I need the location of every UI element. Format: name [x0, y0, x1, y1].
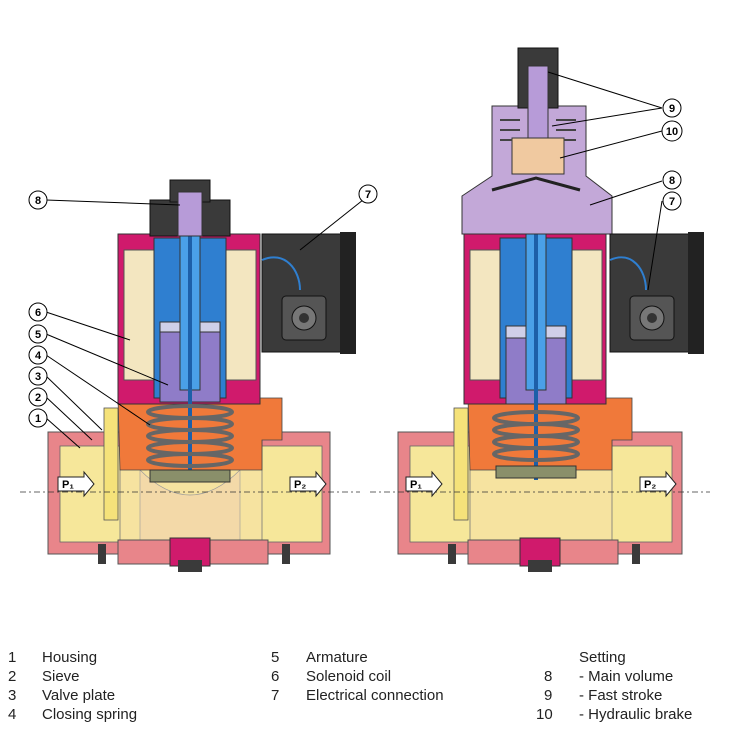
callout-8-left: 8 — [28, 190, 48, 210]
callout-6: 6 — [28, 302, 48, 322]
left-port-p2-arrow: P₂ — [289, 470, 327, 498]
right-setting-cap — [461, 47, 613, 235]
callout-9-right: 9 — [662, 98, 682, 118]
left-port-p1-arrow: P₁ — [57, 470, 95, 498]
legend-item: 9- Fast stroke — [544, 687, 663, 704]
left-solenoid-coil — [123, 249, 155, 381]
left-sieve — [103, 407, 119, 521]
legend-item: 10- Hydraulic brake — [536, 706, 693, 723]
svg-text:1: 1 — [35, 413, 41, 425]
callout-1: 1 — [28, 408, 48, 428]
svg-text:6: 6 — [35, 307, 41, 319]
svg-text:8: 8 — [669, 175, 675, 187]
svg-text:5: 5 — [35, 329, 41, 341]
callout-7-right: 7 — [662, 191, 682, 211]
callout-4: 4 — [28, 345, 48, 365]
left-port-p1-label: P₁ — [62, 479, 74, 491]
left-port-p2-label: P₂ — [294, 479, 306, 491]
legend-item: 8- Main volume — [544, 668, 674, 685]
svg-text:8: 8 — [35, 195, 41, 207]
right-port-p1-arrow: P₁ — [405, 470, 443, 498]
callout-5: 5 — [28, 324, 48, 344]
svg-text:4: 4 — [35, 350, 42, 362]
callout-10-right: 10 — [661, 120, 683, 142]
left-valve-plate — [149, 469, 231, 483]
callout-3: 3 — [28, 366, 48, 386]
callout-leaders — [45, 71, 663, 449]
right-port-p2-arrow: P₂ — [639, 470, 677, 498]
right-port-p1-label: P₁ — [410, 479, 422, 491]
left-electrical-connection — [261, 232, 356, 354]
svg-text:7: 7 — [669, 196, 675, 208]
valve-cross-section-diagram: P₁ P₂ — [20, 47, 710, 572]
right-port-p2-label: P₂ — [644, 479, 656, 491]
left-setting-cap — [149, 179, 231, 237]
callout-8-right: 8 — [662, 170, 682, 190]
right-electrical-connection — [609, 232, 704, 354]
left-body-upper — [117, 397, 283, 471]
svg-text:7: 7 — [365, 189, 371, 201]
legend-section-title: Setting — [579, 649, 626, 666]
svg-text:2: 2 — [35, 392, 41, 404]
callout-7-left: 7 — [358, 184, 378, 204]
svg-text:10: 10 — [666, 126, 678, 138]
svg-text:3: 3 — [35, 371, 41, 383]
callout-2: 2 — [28, 387, 48, 407]
right-valve: P₁ P₂ — [370, 47, 710, 572]
left-valve: P₁ P₂ — [20, 179, 360, 572]
svg-text:9: 9 — [669, 103, 675, 115]
callouts: 8 7 6 5 4 3 2 1 9 10 8 7 — [28, 98, 683, 428]
right-closing-spring — [492, 410, 580, 462]
